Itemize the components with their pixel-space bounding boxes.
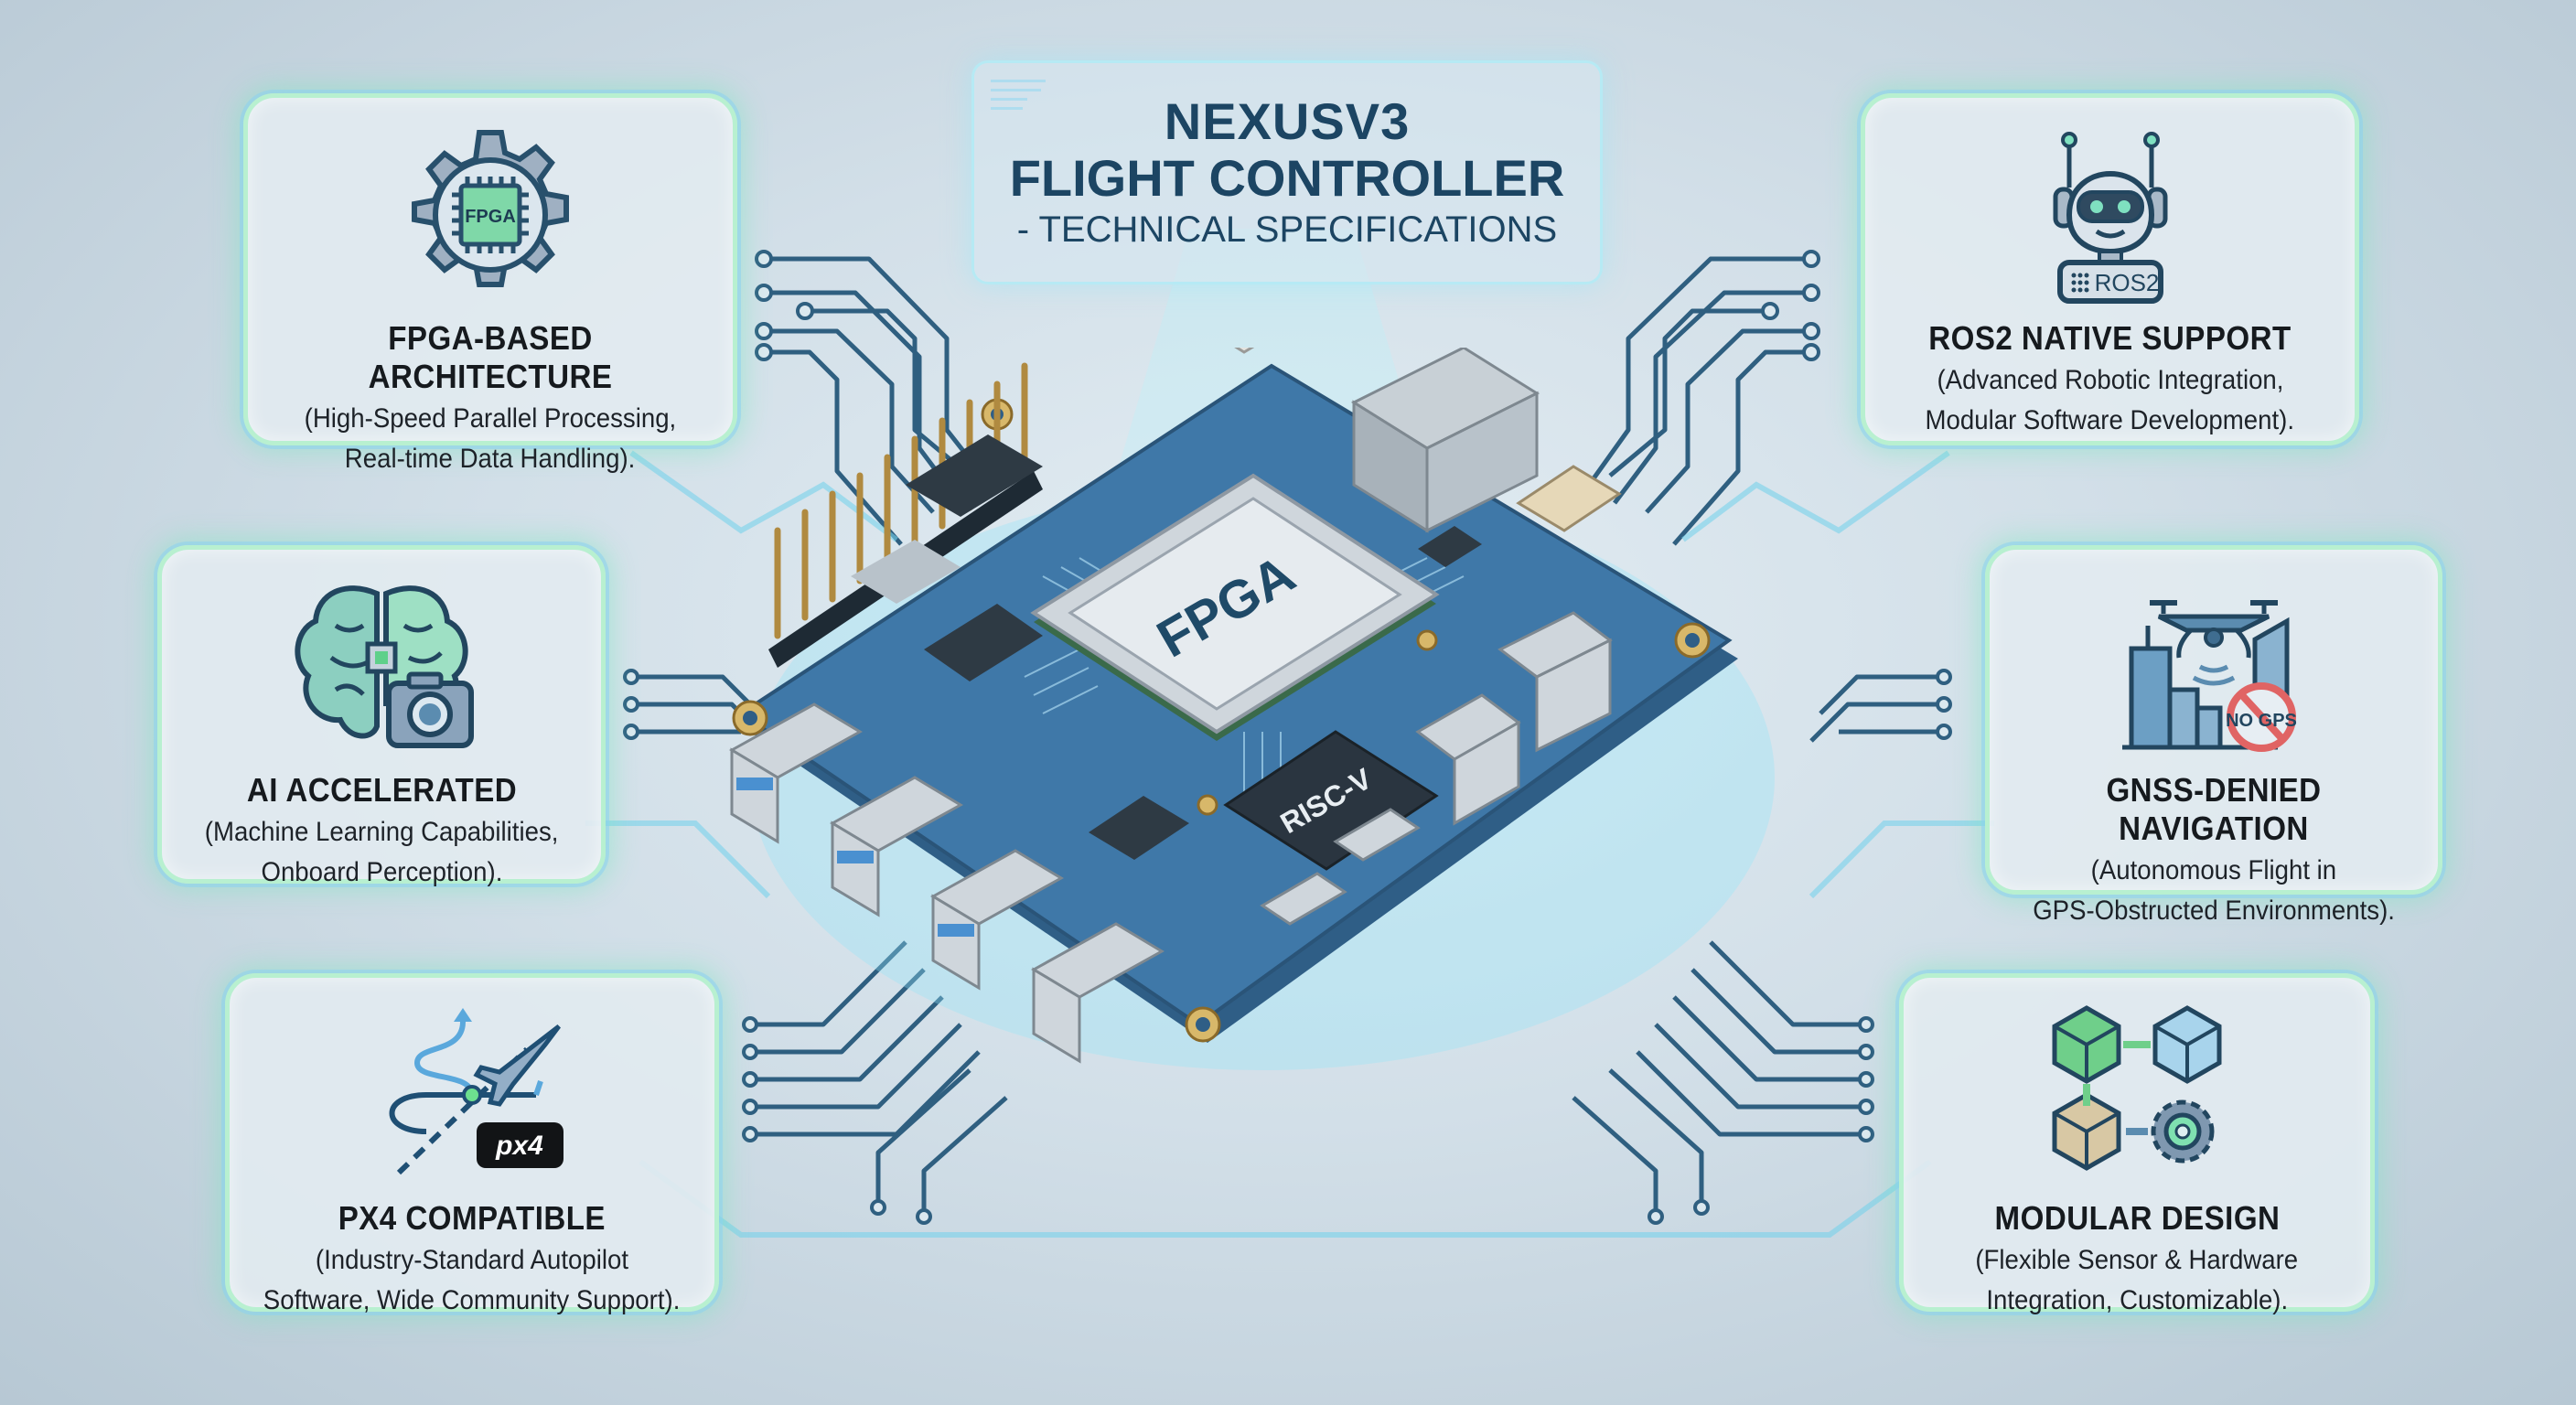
product-type: FLIGHT CONTROLLER bbox=[1009, 148, 1565, 207]
feature-card-ros2: ROS2 ROS2 NATIVE SUPPORT (Advanced Robot… bbox=[1861, 93, 2359, 445]
svg-text:FPGA: FPGA bbox=[465, 207, 516, 227]
svg-text:px4: px4 bbox=[495, 1131, 543, 1161]
feature-card-gnss: NO GPS GNSS-DENIED NAVIGATION (Autonomou… bbox=[1985, 545, 2442, 926]
feature-desc-line2: Real-time Data Handling). bbox=[345, 444, 636, 474]
feature-desc-line1: (Flexible Sensor & Hardware bbox=[1975, 1245, 2299, 1275]
decorative-lines bbox=[991, 80, 1046, 116]
feature-title: MODULAR DESIGN bbox=[1994, 1199, 2280, 1237]
feature-desc-line1: (High-Speed Parallel Processing, bbox=[304, 403, 677, 434]
airplane-path-icon: px4 bbox=[362, 1003, 582, 1186]
feature-title: GNSS-DENIED NAVIGATION bbox=[2106, 771, 2322, 847]
feature-desc-line1: (Autonomous Flight in bbox=[2090, 855, 2337, 885]
feature-card-fpga: FPGA FPGA-BASED ARCHITECTURE (High-Speed… bbox=[243, 93, 737, 474]
risc-v-chip: RISC-V bbox=[1223, 730, 1439, 871]
feature-desc-line2: GPS-Obstructed Environments). bbox=[2033, 896, 2395, 926]
cubes-gear-icon bbox=[2027, 1003, 2247, 1186]
feature-desc-line1: (Industry-Standard Autopilot bbox=[315, 1245, 629, 1275]
feature-card-modular: MODULAR DESIGN (Flexible Sensor & Hardwa… bbox=[1899, 973, 2375, 1315]
flight-controller-board: FPGA RISC-V bbox=[695, 300, 1830, 1098]
drone-city-no-gps-icon: NO GPS bbox=[2104, 575, 2324, 758]
robot-icon: ROS2 bbox=[2001, 123, 2220, 306]
feature-title: AI ACCELERATED bbox=[246, 771, 517, 809]
feature-title: ROS2 NATIVE SUPPORT bbox=[1928, 319, 2292, 357]
feature-desc-line2: Integration, Customizable). bbox=[1986, 1285, 2288, 1315]
feature-desc-line2: Modular Software Development). bbox=[1925, 405, 2295, 435]
svg-text:NO GPS: NO GPS bbox=[2226, 711, 2297, 731]
svg-text:ROS2: ROS2 bbox=[2094, 269, 2159, 296]
feature-desc-line2: Onboard Perception). bbox=[261, 857, 502, 887]
gear-chip-icon: FPGA bbox=[381, 123, 600, 306]
feature-desc-line1: (Advanced Robotic Integration, bbox=[1937, 365, 2283, 395]
page-subtitle: - TECHNICAL SPECIFICATIONS bbox=[1016, 209, 1558, 250]
title-panel: NEXUSV3 FLIGHT CONTROLLER - TECHNICAL SP… bbox=[971, 60, 1603, 284]
feature-desc-line1: (Machine Learning Capabilities, bbox=[204, 817, 559, 847]
product-name: NEXUSV3 bbox=[1164, 91, 1411, 150]
feature-card-px4: px4 PX4 COMPATIBLE (Industry-Standard Au… bbox=[225, 973, 719, 1315]
feature-title: PX4 COMPATIBLE bbox=[338, 1199, 606, 1237]
feature-desc-line2: Software, Wide Community Support). bbox=[263, 1285, 681, 1315]
feature-card-ai: AI ACCELERATED (Machine Learning Capabil… bbox=[157, 545, 606, 887]
fpga-chip: FPGA bbox=[1030, 473, 1440, 741]
brain-camera-icon bbox=[272, 575, 491, 758]
feature-title: FPGA-BASED ARCHITECTURE bbox=[368, 319, 613, 395]
